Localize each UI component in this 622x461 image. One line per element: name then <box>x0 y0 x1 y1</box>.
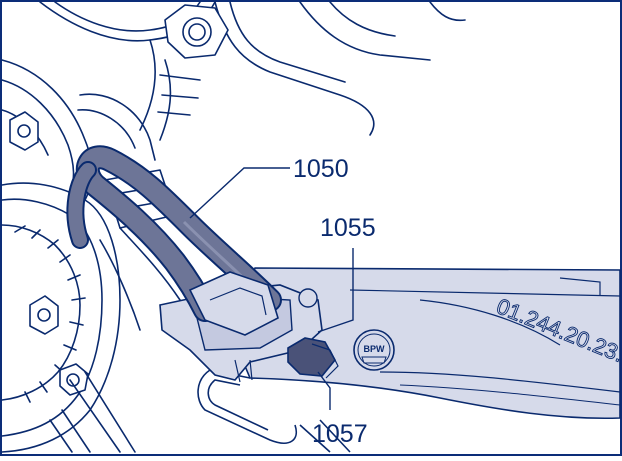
leader-lines <box>189 167 354 410</box>
axle-beam <box>229 267 621 420</box>
air-hose <box>66 145 282 322</box>
adjuster-rod <box>49 371 136 453</box>
lower-bracket <box>197 369 351 453</box>
callout-1055: 1055 <box>320 214 376 242</box>
top-bolt <box>164 4 229 59</box>
side-bolts <box>9 111 89 396</box>
bpw-logo-icon: BPW <box>353 329 395 371</box>
hose-fitting <box>188 271 279 336</box>
nut-1057 <box>287 337 339 379</box>
callout-1057: 1057 <box>312 420 368 448</box>
bpw-logo-text: BPW <box>364 344 386 354</box>
callout-1050: 1050 <box>293 155 349 183</box>
